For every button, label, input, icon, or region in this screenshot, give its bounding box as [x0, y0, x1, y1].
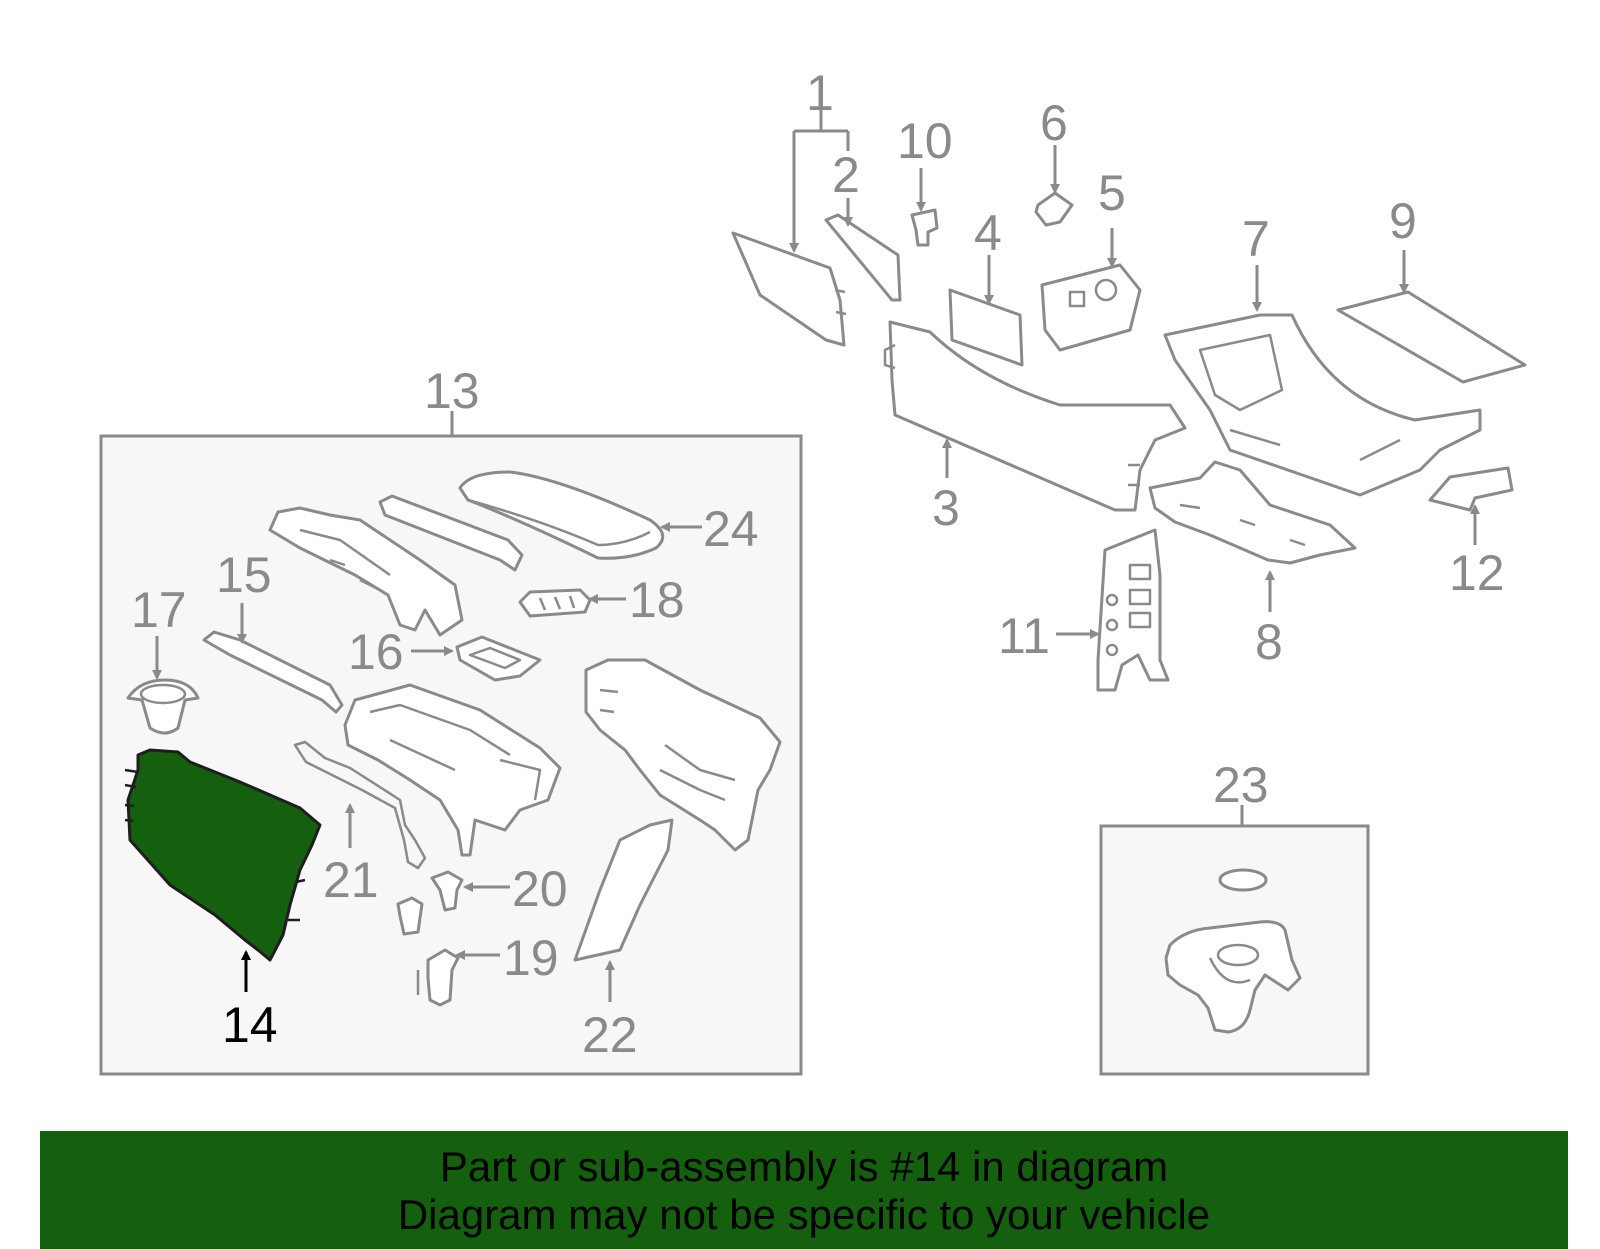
callout-16: 16 [348, 624, 404, 680]
callout-22: 22 [582, 1007, 638, 1063]
callout-1: 1 [806, 65, 834, 121]
callout-10: 10 [897, 113, 953, 169]
callout-18: 18 [629, 572, 685, 628]
part-8-bracket [1148, 460, 1357, 565]
washer [1218, 868, 1268, 892]
callout-12: 12 [1449, 545, 1505, 601]
part-16-tray [455, 635, 542, 682]
callout-15: 15 [216, 547, 272, 603]
console-upper-frame [268, 506, 464, 637]
callout-24: 24 [703, 501, 759, 557]
callout-13: 13 [424, 363, 480, 419]
part-1-side-cover [731, 231, 847, 347]
part-14-highlighted-side-panel [124, 748, 322, 962]
callout-2: 2 [832, 147, 860, 203]
info-banner: Part or sub-assembly is #14 in diagram D… [40, 1131, 1568, 1249]
callout-20: 20 [512, 861, 568, 917]
callout-23: 23 [1213, 757, 1269, 813]
callout-5: 5 [1098, 165, 1126, 221]
part-19-clip [416, 948, 460, 1007]
part-2-trim-panel [824, 213, 902, 302]
part-21-cable [293, 740, 427, 870]
part-20-clips [396, 870, 464, 936]
callout-7: 7 [1242, 211, 1270, 267]
part-22-trim-cover [573, 818, 674, 962]
part-10-clip [910, 208, 939, 247]
part-7-console-panel [1163, 313, 1482, 497]
callout-3: 3 [932, 480, 960, 536]
callout-8: 8 [1255, 614, 1283, 670]
part-17-cup-holder [126, 678, 200, 735]
callout-9: 9 [1389, 193, 1417, 249]
banner-line-part-info: Part or sub-assembly is #14 in diagram [439, 1143, 1169, 1190]
console-box [343, 683, 562, 857]
shift-housing [1164, 920, 1302, 1034]
callout-14: 14 [222, 997, 278, 1053]
part-3-console-side-panel [883, 320, 1187, 512]
part-4-panel [948, 288, 1024, 367]
callout-17: 17 [131, 582, 187, 638]
callout-21: 21 [323, 852, 379, 908]
part-18-switch [518, 588, 592, 618]
part-5-switch-panel [1040, 263, 1142, 352]
part-24-armrest-lid [458, 470, 665, 560]
part-15-trim-strip [202, 630, 344, 714]
callout-6: 6 [1040, 95, 1068, 151]
banner-line-disclaimer: Diagram may not be specific to your vehi… [397, 1191, 1211, 1238]
console-rail [378, 494, 524, 572]
part-9-mat [1336, 290, 1527, 384]
callout-11: 11 [998, 608, 1050, 664]
part-6-clip [1034, 191, 1074, 227]
callout-19: 19 [503, 930, 559, 986]
callout-4: 4 [974, 205, 1002, 261]
console-side-panel-right [584, 658, 782, 852]
part-12-clip [1428, 466, 1514, 512]
part-11-bracket [1096, 528, 1170, 692]
